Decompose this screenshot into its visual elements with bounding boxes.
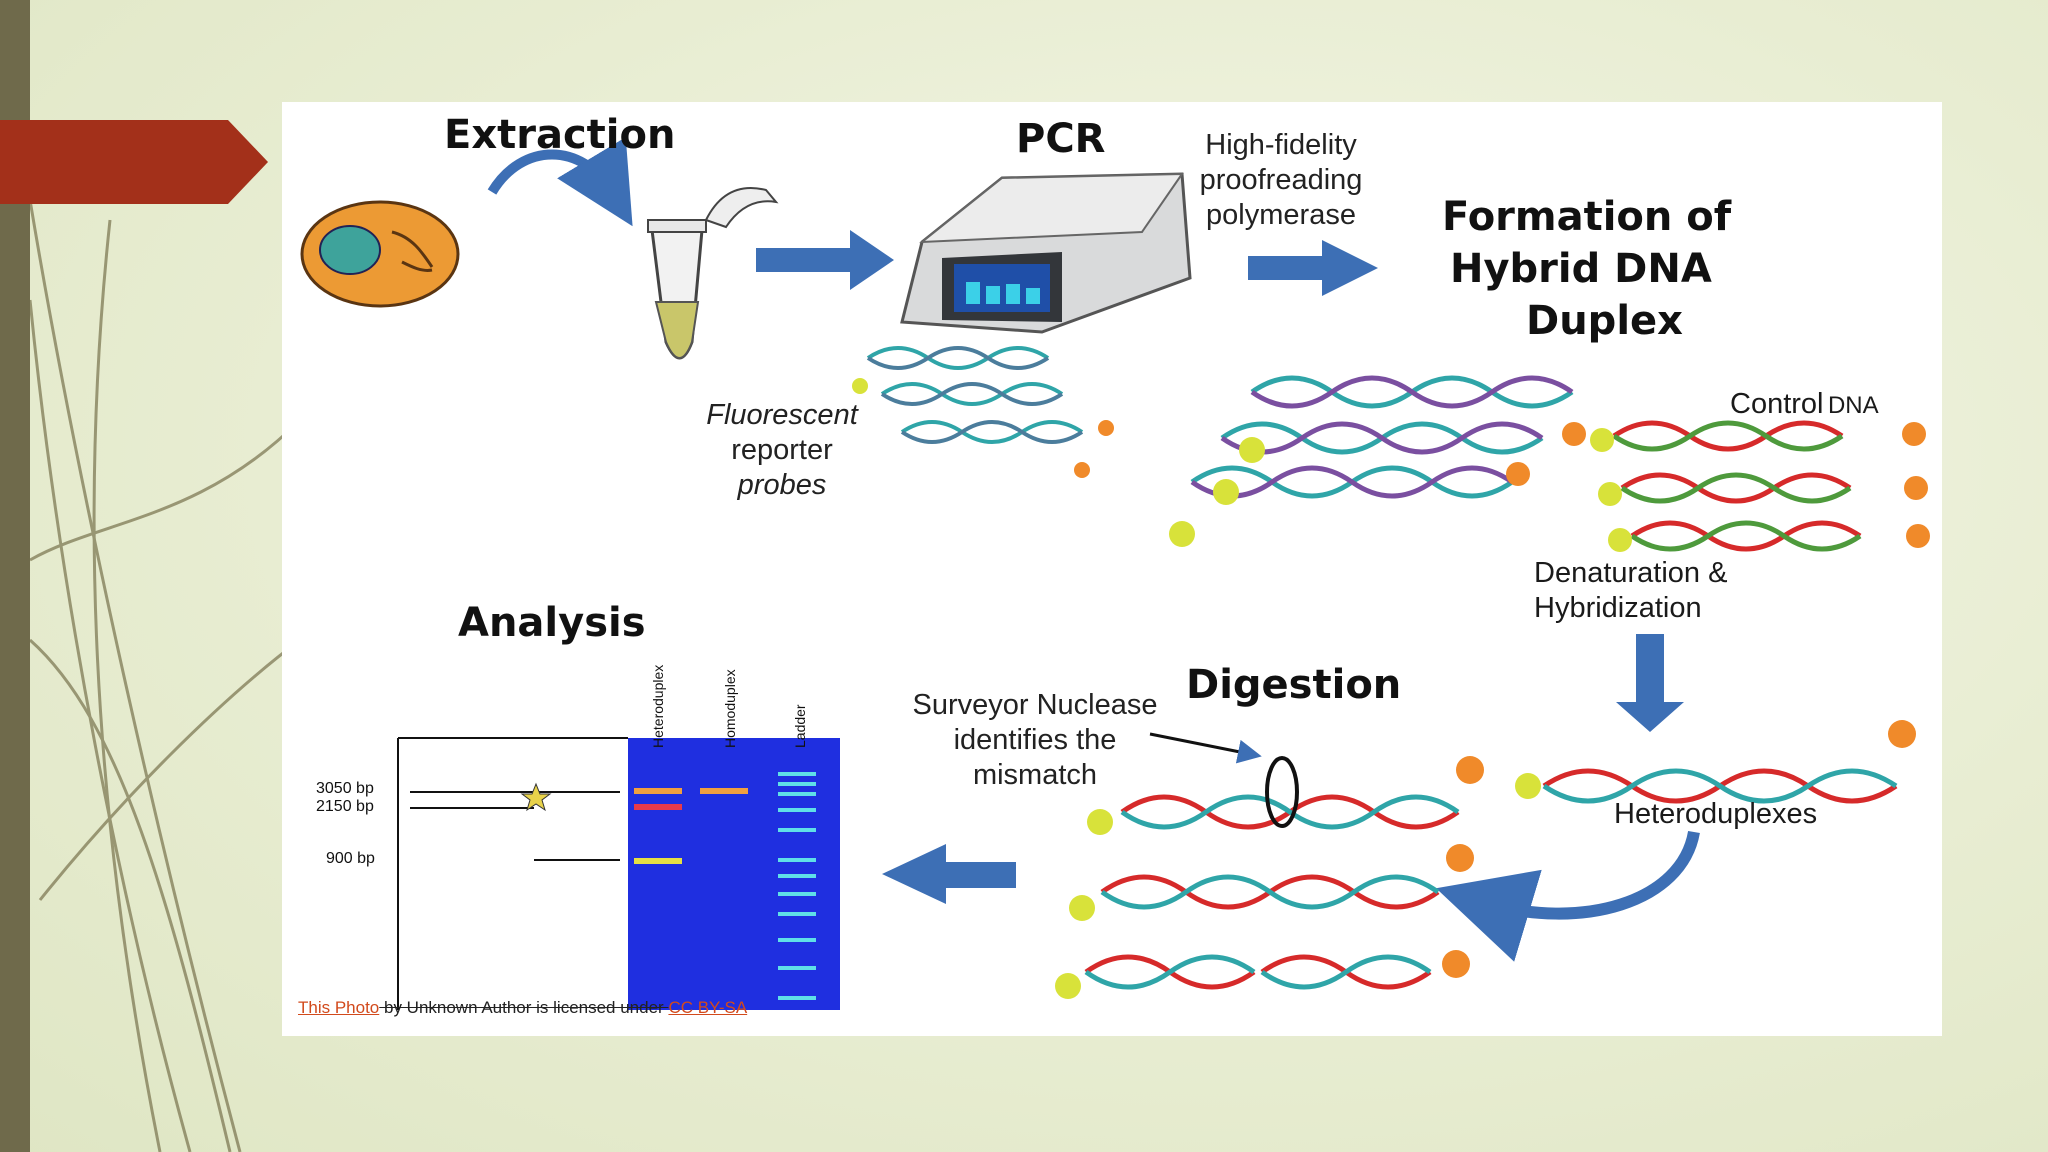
extraction-curve-arrow [487, 137, 633, 227]
arrow-to-analysis [882, 844, 1016, 904]
nuclease-line2: identifies the [953, 724, 1117, 756]
polymerase-line3: polymerase [1206, 199, 1356, 231]
probes-line3: probes [737, 469, 827, 501]
gel-column-homoduplex: Homoduplex [722, 669, 738, 748]
cell-icon [300, 200, 460, 308]
step-pcr-label: PCR [1016, 116, 1106, 162]
digestion-helices [1084, 794, 1460, 990]
step-formation-line2: Hybrid DNA [1450, 246, 1712, 292]
probes-line2: reporter [731, 434, 833, 466]
heteroduplex-helix [1542, 768, 1898, 804]
denaturation-line2: Hybridization [1534, 592, 1702, 624]
dna-word: DNA [1827, 392, 1879, 419]
denaturation-label: Denaturation & Hybridization [1534, 556, 1727, 626]
sample-dna-helices [1190, 375, 1574, 499]
gel-size-2150: 2150 bp [316, 798, 374, 815]
gel-panel [397, 737, 840, 1010]
credit-license-link[interactable]: CC BY-SA [668, 998, 748, 1017]
control-dna-label: Control DNA [1730, 388, 1879, 421]
pcr-machine-icon [900, 172, 1192, 334]
curved-arrow-to-digestion [1436, 830, 1700, 962]
tube-icon [647, 187, 779, 360]
polymerase-label: High-fidelity proofreading polymerase [1196, 128, 1366, 233]
arrow-to-formation [1248, 240, 1378, 296]
mismatch-circle [1265, 756, 1299, 828]
credit-text: by Unknown Author is licensed under [379, 998, 669, 1017]
gel-column-heteroduplex: Heteroduplex [650, 664, 666, 748]
polymerase-line1: High-fidelity [1205, 129, 1357, 161]
title-marker-arrow [0, 120, 268, 204]
arrow-to-pcr [756, 230, 894, 290]
gel-size-3050: 3050 bp [316, 780, 374, 797]
photo-credit: This Photo by Unknown Author is licensed… [298, 998, 747, 1018]
step-digestion-label: Digestion [1186, 662, 1402, 708]
nuclease-label: Surveyor Nuclease identifies the mismatc… [890, 688, 1180, 793]
heteroduplexes-label: Heteroduplexes [1614, 798, 1818, 830]
diagram-graphics [300, 137, 1930, 1010]
gel-size-900: 900 bp [326, 850, 375, 867]
control-dna-word: Control [1730, 388, 1824, 420]
probes-label: Fluorescent reporter probes [682, 398, 882, 503]
gel-column-ladder: Ladder [792, 704, 808, 748]
probes-line1: Fluorescent [706, 399, 858, 431]
step-formation-line3: Duplex [1526, 298, 1683, 344]
credit-photo-link[interactable]: This Photo [298, 998, 380, 1017]
nuclease-line3: mismatch [972, 759, 1098, 791]
step-formation-line1: Formation of [1442, 194, 1732, 240]
polymerase-line2: proofreading [1199, 164, 1363, 196]
control-dna-helices [1612, 420, 1862, 552]
arrow-down-hybridization [1616, 634, 1684, 732]
nuclease-line1: Surveyor Nuclease [912, 689, 1158, 721]
decorative-curves [28, 199, 300, 1152]
step-analysis-label: Analysis [458, 600, 646, 646]
diagram-figure: Extraction PCR Formation of Hybrid DNA D… [282, 102, 1942, 1036]
probe-helices [866, 346, 1084, 444]
step-extraction-label: Extraction [444, 112, 676, 158]
denaturation-line1: Denaturation & [1534, 557, 1728, 589]
